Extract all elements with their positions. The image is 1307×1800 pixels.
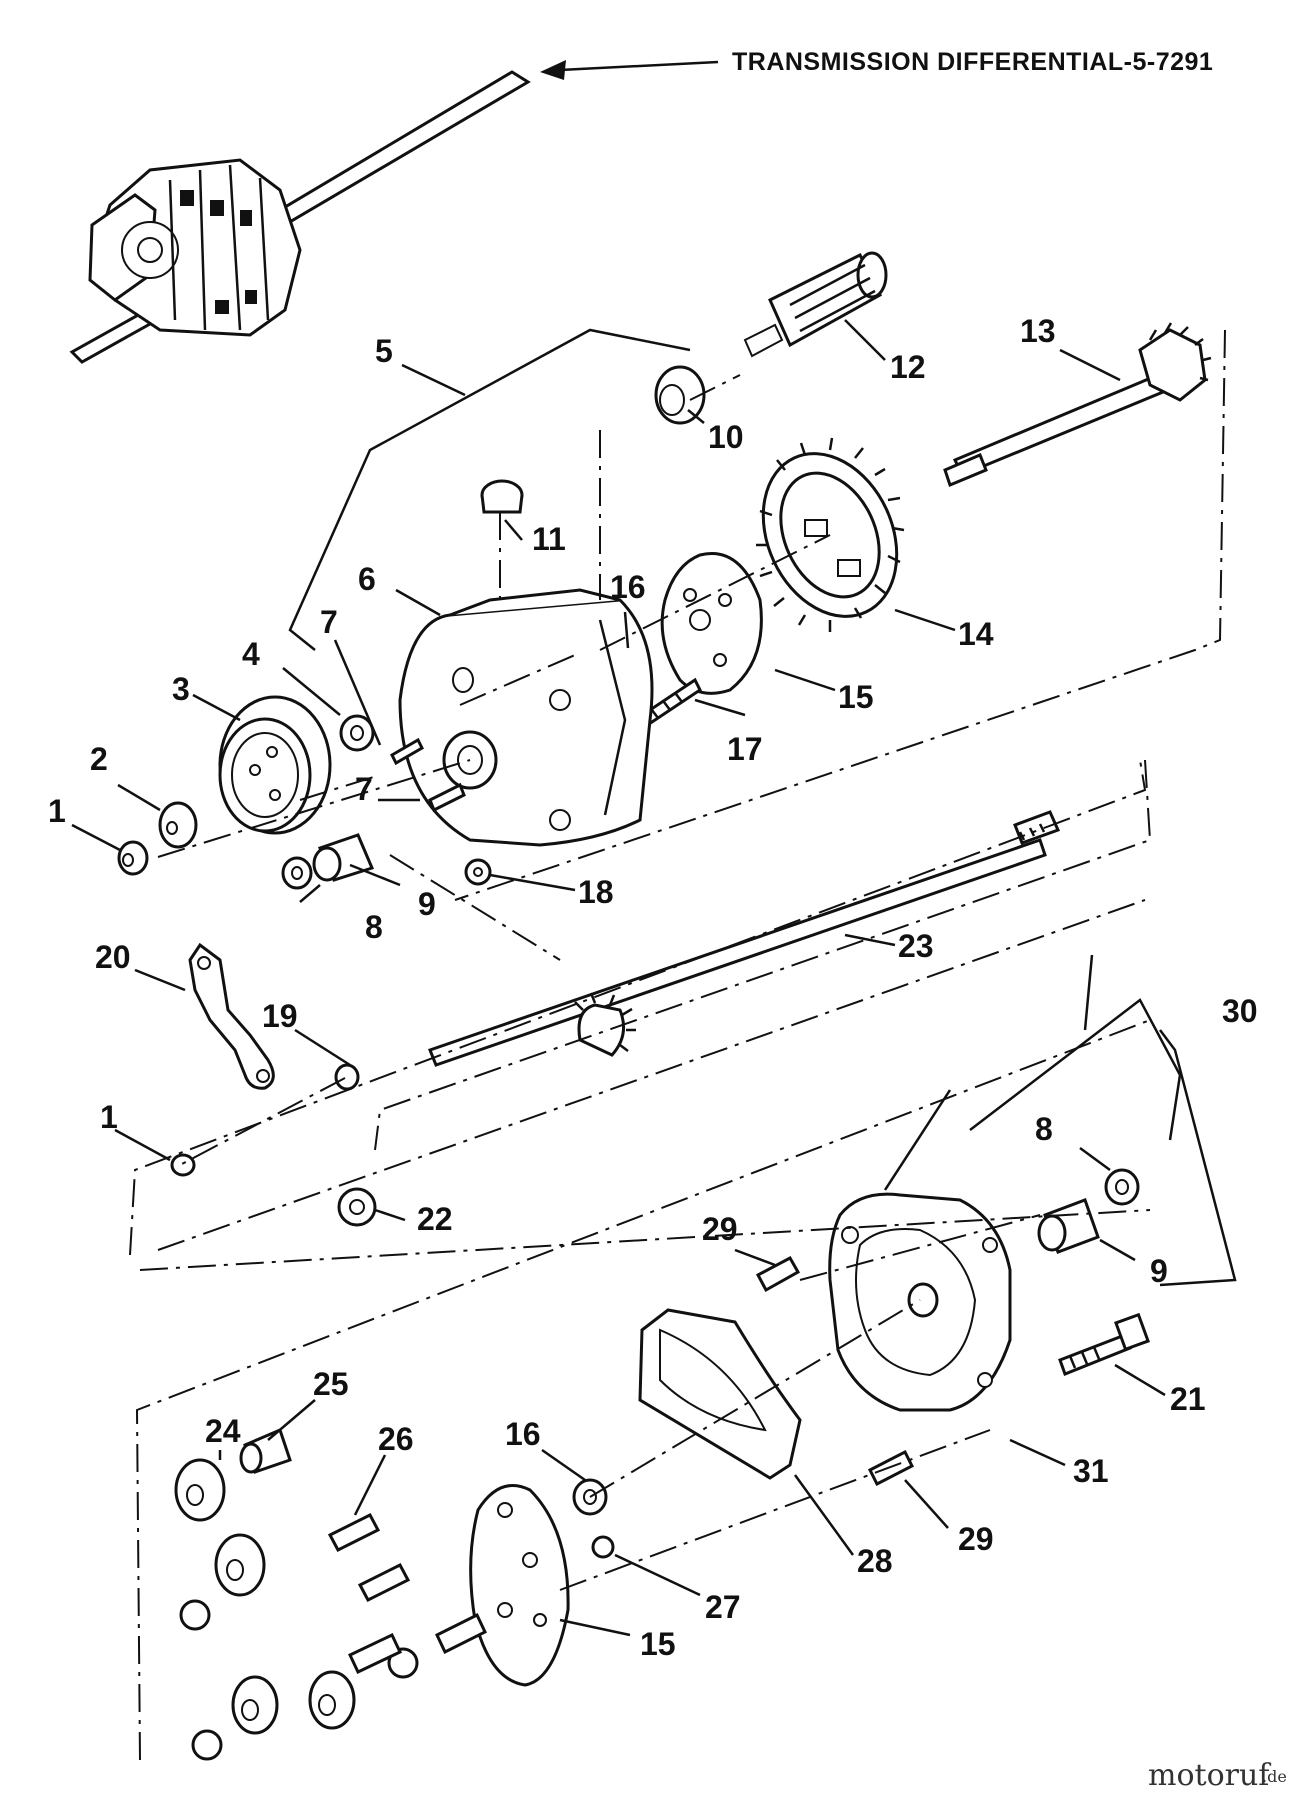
part-21-bolt [1058, 1312, 1150, 1376]
part-11-plug [480, 479, 524, 514]
part-27-nut [591, 1535, 615, 1559]
label-17: 17 [727, 731, 763, 767]
label-16-bottom: 16 [505, 1416, 541, 1452]
part-8-washer-top [281, 856, 313, 890]
label-18: 18 [578, 874, 614, 910]
label-20: 20 [95, 939, 131, 975]
part-12-shaft-knob [743, 251, 888, 358]
part-24-gear-4 [308, 1670, 356, 1730]
label-3: 3 [172, 671, 190, 707]
part-4-washer [339, 714, 375, 752]
label-29-bottom: 29 [958, 1521, 994, 1557]
label-19: 19 [262, 998, 298, 1034]
part-23-main-shaft [428, 810, 1061, 1067]
label-27: 27 [705, 1589, 741, 1625]
label-7-top: 7 [320, 604, 338, 640]
part-18-nut [464, 858, 492, 886]
label-8-top: 8 [365, 909, 383, 945]
part-20-lever [188, 942, 275, 1090]
label-5: 5 [375, 333, 393, 369]
part-26-pin-2 [357, 1563, 411, 1602]
part-26-pin-4 [435, 1612, 487, 1655]
diagram-title: TRANSMISSION DIFFERENTIAL-5-7291 [732, 48, 1213, 76]
watermark: motoruf .de [1148, 1758, 1287, 1793]
part-6-housing [398, 588, 654, 847]
label-14: 14 [958, 616, 994, 652]
part-7-pin-bottom [428, 782, 466, 813]
label-13: 13 [1020, 313, 1056, 349]
part-26-pin-3 [348, 1632, 402, 1675]
part-25-bushing-2 [179, 1599, 211, 1631]
part-14-ring-gear [756, 437, 905, 632]
label-10: 10 [708, 419, 744, 455]
part-24-gear-2 [214, 1533, 266, 1597]
part-22-bushing [337, 1187, 377, 1227]
label-15-bottom: 15 [640, 1626, 676, 1662]
part-24-gear-3 [231, 1675, 279, 1735]
label-12: 12 [890, 349, 926, 385]
part-13-shaft-pinion [943, 322, 1212, 488]
part-labels: 1 2 3 4 5 6 7 7 8 9 10 11 12 13 14 15 16… [48, 313, 1258, 1662]
label-29-top: 29 [702, 1211, 738, 1247]
label-7-bottom: 7 [355, 771, 373, 807]
label-30: 30 [1222, 993, 1258, 1029]
part-1-nut-bottom [170, 1153, 196, 1177]
label-16-top: 16 [610, 569, 646, 605]
part-10-bearing [654, 365, 706, 425]
part-1-nut-top [117, 840, 149, 876]
part-25-bushing-4 [387, 1647, 419, 1679]
assembly-lines [129, 328, 1237, 1761]
part-8-washer-bottom [1104, 1168, 1140, 1206]
label-11: 11 [532, 521, 566, 557]
watermark-suffix: .de [1262, 1767, 1287, 1786]
part-31-housing [828, 1192, 1012, 1412]
label-1-bottom: 1 [100, 1099, 118, 1135]
part-3-pulley [218, 695, 332, 835]
label-22: 22 [417, 1201, 453, 1237]
label-8-bottom: 8 [1035, 1111, 1053, 1147]
part-2-washer [158, 801, 198, 849]
label-24: 24 [205, 1413, 241, 1449]
label-1-top: 1 [48, 793, 66, 829]
label-2: 2 [90, 741, 108, 777]
label-31: 31 [1073, 1453, 1109, 1489]
part-25-bushing-1 [239, 1427, 292, 1474]
label-23: 23 [898, 928, 934, 964]
part-26-pin-1 [327, 1513, 381, 1552]
part-28-gasket [638, 1308, 802, 1480]
title-arrow [540, 60, 719, 80]
label-4: 4 [242, 636, 260, 672]
part-29-pin-bottom [867, 1449, 915, 1487]
part-25-bushing-3 [191, 1729, 223, 1761]
label-25: 25 [313, 1366, 349, 1402]
leader-lines [71, 319, 1166, 1637]
label-26: 26 [378, 1421, 414, 1457]
label-6: 6 [358, 561, 376, 597]
label-15-top: 15 [838, 679, 874, 715]
part-7-pin-top [390, 737, 424, 766]
label-21: 21 [1170, 1381, 1206, 1417]
part-9-bushing-top [312, 833, 375, 882]
watermark-main: motoruf [1148, 1758, 1271, 1793]
part-24-gear-1 [174, 1458, 226, 1522]
part-15-plate-top [660, 552, 763, 695]
label-9-top: 9 [418, 886, 436, 922]
part-15-plate-bottom [469, 1484, 570, 1687]
label-9-bottom: 9 [1150, 1253, 1168, 1289]
part-19-nut [334, 1063, 360, 1091]
part-29-pin-top [755, 1255, 801, 1293]
differential-assembly-illustration [69, 70, 531, 364]
part-9-bushing-bottom [1037, 1198, 1100, 1254]
label-28: 28 [857, 1543, 893, 1579]
